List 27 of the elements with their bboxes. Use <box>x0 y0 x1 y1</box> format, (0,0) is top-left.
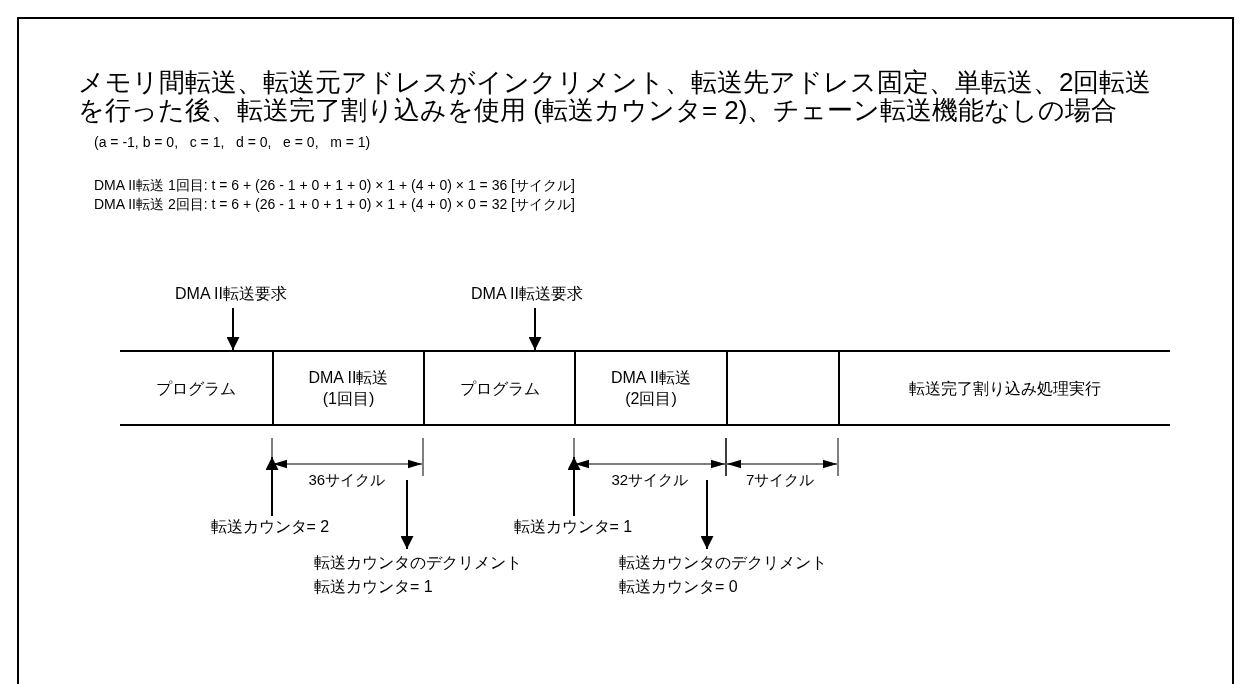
timeline-segment: 転送完了割り込み処理実行 <box>838 350 1170 426</box>
arrow <box>528 307 542 351</box>
timeline-segment: DMA II転送 (1回目) <box>272 350 423 426</box>
arrow <box>265 456 279 517</box>
title: メモリ間転送、転送元アドレスがインクリメント、転送先アドレス固定、単転送、2回転送を行った後、転送完了割り込みを使用 (転送カウンタ= 2)、チェーン転送機能なしの場合 <box>78 68 1153 124</box>
arrow <box>700 479 714 550</box>
arrow <box>226 307 240 351</box>
annotation-text: 転送カウンタ= 0 <box>619 577 739 597</box>
timeline-segment: プログラム <box>423 350 574 426</box>
parameter-note: (a = -1, b = 0, c = 1, d = 0, e = 0, m = 1) <box>94 134 371 150</box>
annotation-text: 転送カウンタ= 1 <box>314 577 434 597</box>
timeline-segment: DMA II転送 (2回目) <box>574 350 726 426</box>
dimension-label: 7サイクル <box>746 471 815 490</box>
annotation-text: 転送カウンタ= 2 <box>210 517 330 537</box>
annotation-text: 転送カウンタのデクリメント <box>314 553 522 573</box>
annotation-text: 転送カウンタ= 1 <box>513 517 633 537</box>
empty-segment <box>726 350 838 426</box>
formula-note: DMA II転送 2回目: t = 6 + (26 - 1 + 0 + 1 + 0) × 1 + (4 + 0) × 0 = 32 [サイクル] <box>94 196 575 214</box>
arrow <box>567 456 581 517</box>
annotation-text: DMA II転送要求 <box>471 284 583 304</box>
dimension-label: 36サイクル <box>308 471 386 490</box>
annotation-text: 転送カウンタのデクリメント <box>619 553 827 573</box>
formula-note: DMA II転送 1回目: t = 6 + (26 - 1 + 0 + 1 + 0) × 1 + (4 + 0) × 1 = 36 [サイクル] <box>94 177 575 195</box>
annotation-text: DMA II転送要求 <box>175 284 287 304</box>
dimension-label: 32サイクル <box>611 471 689 490</box>
timeline-segment: プログラム <box>120 350 272 426</box>
arrow <box>400 479 414 550</box>
